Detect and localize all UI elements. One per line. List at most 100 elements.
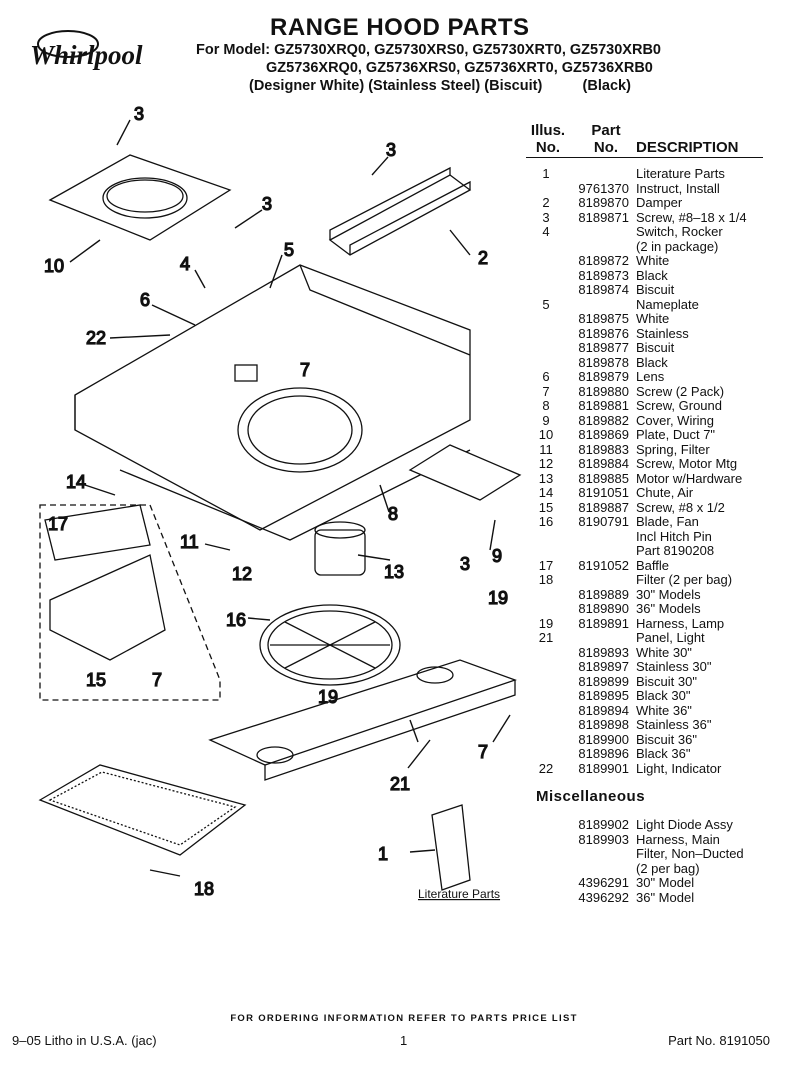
part-number: 8189873 <box>578 267 629 283</box>
callout-2: 2 <box>478 248 488 268</box>
header-illus: Illus. <box>530 122 566 139</box>
description: Screw, Motor Mtg <box>636 456 738 471</box>
callout-7-panel: 7 <box>478 742 488 762</box>
part-number: 8189891 <box>578 615 629 631</box>
part-number: 8189901 <box>578 760 629 776</box>
hood-body-part <box>74 264 471 541</box>
description: White 36" <box>636 702 692 718</box>
callout-4: 4 <box>180 254 190 274</box>
illus-number: 6 <box>542 369 550 384</box>
description: Screw, #8–18 x 1/4 <box>636 209 747 225</box>
callout-9: 9 <box>492 546 502 566</box>
page-title: RANGE HOOD PARTS <box>270 14 530 41</box>
part-number: 8189896 <box>578 746 629 761</box>
callout-13: 13 <box>384 562 404 582</box>
part-number: 8189885 <box>578 470 629 486</box>
part-number: 8189870 <box>578 195 629 210</box>
part-number: 8190791 <box>578 514 629 529</box>
wiring-cover-part <box>408 444 522 501</box>
part-number: 4396291 <box>578 875 629 890</box>
illus-number: 4 <box>542 224 550 239</box>
callout-3-top: 3 <box>134 104 144 124</box>
callout-15: 15 <box>86 670 106 690</box>
part-number: 8191051 <box>578 485 629 500</box>
description: Literature Parts <box>636 166 725 181</box>
illus-number: 7 <box>542 383 550 399</box>
header-illus-no: No. <box>535 139 561 156</box>
header-description: DESCRIPTION <box>636 139 739 156</box>
description: Biscuit <box>636 282 675 297</box>
description: Biscuit <box>636 340 675 355</box>
description: White <box>636 311 670 326</box>
description: White <box>636 253 670 268</box>
callout-11: 11 <box>180 532 199 552</box>
whirlpool-logo: Whirlpool <box>30 30 143 70</box>
part-number: 8189876 <box>578 325 629 341</box>
model-line-2: GZ5736XRQ0, GZ5736XRS0, GZ5736XRT0, GZ57… <box>266 60 653 76</box>
illus-number: 1 <box>542 166 550 181</box>
fan-blade-part <box>259 604 401 686</box>
description: Cover, Wiring <box>636 412 715 428</box>
callout-19-right: 19 <box>488 588 508 608</box>
description: Spring, Filter <box>636 441 710 457</box>
part-number: 8189898 <box>578 717 629 732</box>
callout-5: 5 <box>284 240 294 260</box>
damper-part <box>328 166 472 256</box>
callout-3-cover: 3 <box>460 554 470 574</box>
description: Instruct, Install <box>636 180 720 196</box>
description: Nameplate <box>636 296 699 312</box>
part-number: 8189900 <box>578 731 629 747</box>
callout-3-damper: 3 <box>386 140 396 160</box>
description: 36" Models <box>636 601 701 616</box>
light-panel-part <box>208 659 517 781</box>
description: Black 36" <box>636 746 691 761</box>
illus-number: 12 <box>538 456 554 471</box>
callout-3-plate: 3 <box>262 194 272 214</box>
litho-info: 9–05 Litho in U.S.A. (jac) <box>12 1033 157 1048</box>
illus-number: 3 <box>542 209 550 225</box>
illus-number: 15 <box>538 499 554 515</box>
callout-6: 6 <box>140 290 150 310</box>
illus-number: 19 <box>538 615 554 631</box>
illus-number: 11 <box>539 441 553 457</box>
part-number: 9761370 <box>578 180 629 196</box>
part-number: 8189879 <box>578 369 629 384</box>
description: Filter (2 per bag) <box>636 572 733 587</box>
description: Panel, Light <box>636 630 705 645</box>
description: Stainless <box>636 325 689 341</box>
illus-number: 17 <box>538 557 554 573</box>
part-number: 8189871 <box>578 209 629 225</box>
part-number: 8189883 <box>578 441 629 457</box>
callout-21: 21 <box>390 774 410 794</box>
exploded-parts-diagram: 3 3 3 2 10 4 5 6 22 7 14 17 11 12 13 8 3… <box>38 103 522 901</box>
part-number: 8189882 <box>578 412 629 428</box>
description: Screw, Ground <box>636 398 722 413</box>
illus-number: 5 <box>542 296 550 312</box>
literature-part <box>431 804 471 891</box>
part-number: 8189893 <box>578 644 629 660</box>
part-number: 8189874 <box>578 282 629 297</box>
part-number: 8189894 <box>578 702 629 718</box>
illus-number: 21 <box>538 630 554 645</box>
literature-parts-label: Literature Parts <box>418 887 500 901</box>
description: Plate, Duct 7" <box>636 427 716 442</box>
illus-number: 22 <box>538 760 554 776</box>
description: Chute, Air <box>636 485 694 500</box>
part-number: 8189869 <box>578 427 629 442</box>
part-number: 8189895 <box>578 688 629 703</box>
description: Damper <box>636 195 683 210</box>
illus-number: 10 <box>538 427 554 442</box>
callout-14: 14 <box>66 472 86 492</box>
part-number: 4396292 <box>578 889 629 905</box>
description: Lens <box>636 369 665 384</box>
header-rule <box>526 157 763 158</box>
description: Baffle <box>636 557 670 573</box>
description: 30" Model <box>636 875 695 890</box>
description: Biscuit 36" <box>636 731 697 747</box>
part-number: 8189890 <box>578 601 629 616</box>
part-number: 8189899 <box>578 673 629 689</box>
description: Black <box>636 354 668 370</box>
callout-8: 8 <box>388 504 398 524</box>
misc-title: Miscellaneous <box>536 788 646 805</box>
model-line-3: (Designer White) (Stainless Steel) (Bisc… <box>249 78 631 94</box>
